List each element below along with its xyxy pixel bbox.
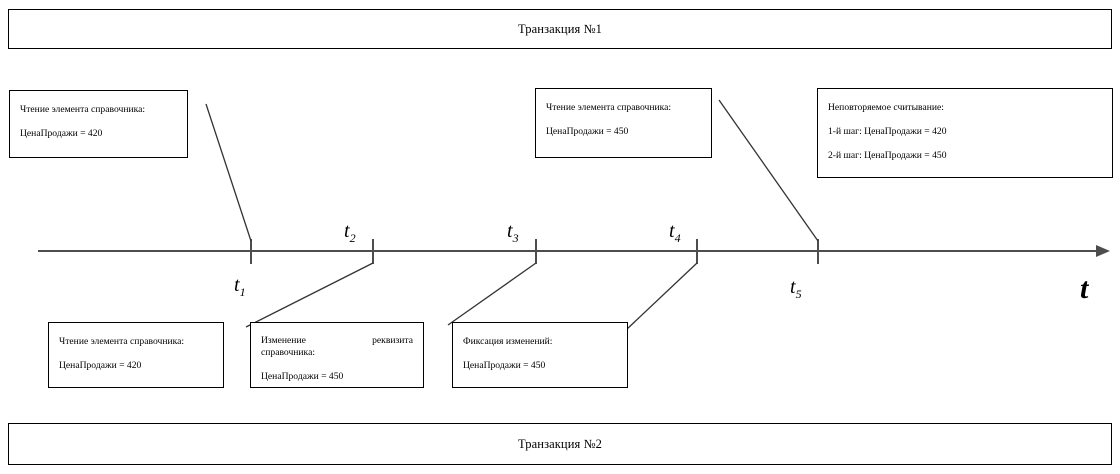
tick-label-t4: t4	[669, 220, 681, 246]
tick-label-t3: t3	[507, 220, 519, 246]
note-top-mid-read-450: Чтение элемента справочника: ЦенаПродажи…	[535, 88, 712, 158]
tick-label-t2-index: 2	[349, 231, 356, 245]
transaction-1-label: Транзакция №1	[518, 21, 602, 36]
note-top-left-line-2: ЦенаПродажи = 420	[20, 128, 103, 140]
note-bottom-commit-line-2: ЦенаПродажи = 450	[463, 360, 546, 372]
note-bottom-read-line-2: ЦенаПродажи = 420	[59, 360, 142, 372]
note-top-right-line-1: Неповторяемое считывание:	[828, 102, 944, 113]
note-bottom-update-line-1: Изменение реквизита	[261, 335, 413, 346]
leader-line-t4-to-bottom-commit	[625, 262, 698, 331]
note-top-right-nonrepeatable-read: Неповторяемое считывание: 1-й шаг: ЦенаП…	[817, 88, 1113, 178]
leader-line-t3-to-bottom-commit	[447, 262, 537, 326]
tick-label-t2-base: t	[344, 220, 350, 242]
tick-label-t1: t1	[234, 274, 246, 300]
leader-line-t2-to-bottom-update	[245, 262, 374, 328]
note-top-right-line-3: 2-й шаг: ЦенаПродажи = 450	[828, 150, 947, 162]
time-axis-arrowhead	[1096, 245, 1110, 257]
axis-variable-label: t	[1080, 272, 1089, 305]
note-top-right-line-2: 1-й шаг: ЦенаПродажи = 420	[828, 126, 947, 138]
tick-label-t5-base: t	[790, 276, 796, 298]
transaction-2-banner: Транзакция №2	[8, 423, 1112, 465]
transaction-1-banner: Транзакция №1	[8, 9, 1112, 49]
tick-label-t1-index: 1	[239, 285, 246, 299]
tick-label-t5: t5	[790, 276, 802, 302]
note-top-mid-line-2: ЦенаПродажи = 450	[546, 126, 629, 138]
note-bottom-update-line-3: ЦенаПродажи = 450	[261, 371, 344, 383]
leader-line-top-mid-to-t5	[718, 99, 819, 242]
note-top-left-read-420: Чтение элемента справочника: ЦенаПродажи…	[9, 90, 188, 158]
tick-label-t1-base: t	[234, 274, 240, 296]
note-bottom-update-line-2: справочника:	[261, 347, 315, 358]
note-bottom-read-420: Чтение элемента справочника: ЦенаПродажи…	[48, 322, 224, 388]
tick-label-t5-index: 5	[795, 287, 802, 301]
note-bottom-commit-450: Фиксация изменений: ЦенаПродажи = 450	[452, 322, 628, 388]
note-bottom-update-450: Изменение реквизита справочника: ЦенаПро…	[250, 322, 424, 388]
tick-label-t3-base: t	[507, 220, 513, 242]
note-top-mid-line-1: Чтение элемента справочника:	[546, 102, 672, 113]
tick-label-t4-base: t	[669, 220, 675, 242]
tick-label-t2: t2	[344, 220, 356, 246]
note-bottom-read-line-1: Чтение элемента справочника:	[59, 336, 185, 347]
note-bottom-update-line-1a: Изменение	[261, 335, 306, 346]
transaction-2-label: Транзакция №2	[518, 436, 602, 451]
leader-line-top-left-to-t1	[205, 103, 252, 242]
note-bottom-commit-line-1: Фиксация изменений:	[463, 336, 553, 347]
note-top-left-line-1: Чтение элемента справочника:	[20, 104, 146, 115]
tick-label-t3-index: 3	[512, 231, 519, 245]
note-bottom-update-line-1b: реквизита	[372, 335, 413, 346]
tick-label-t4-index: 4	[674, 231, 681, 245]
